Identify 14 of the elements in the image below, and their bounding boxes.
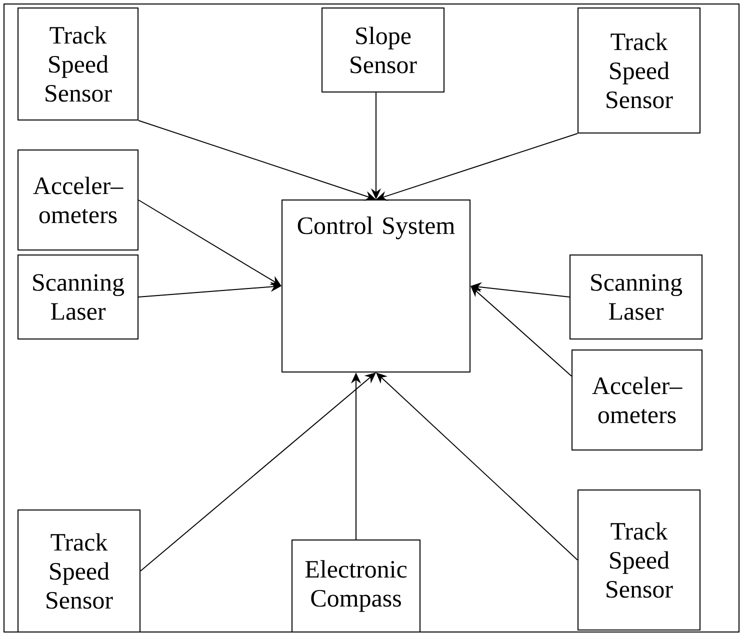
sensor-box: Acceler– ometers: [572, 350, 702, 450]
sensor-box: Scanning Laser: [18, 254, 138, 340]
control-box: Control System: [282, 200, 470, 372]
arrow: [140, 372, 376, 572]
sensor-box: Electronic Compass: [292, 540, 420, 632]
sensor-box: Track Speed Sensor: [18, 8, 138, 120]
sensor-box: Slope Sensor: [322, 8, 444, 92]
sensor-box: Track Speed Sensor: [578, 8, 700, 134]
sensor-box: Track Speed Sensor: [578, 490, 700, 630]
arrow: [470, 286, 572, 377]
sensor-box: Track Speed Sensor: [18, 510, 140, 632]
arrow: [376, 372, 578, 560]
sensor-box: Acceler– ometers: [18, 150, 138, 250]
sensor-box: Scanning Laser: [570, 254, 702, 340]
